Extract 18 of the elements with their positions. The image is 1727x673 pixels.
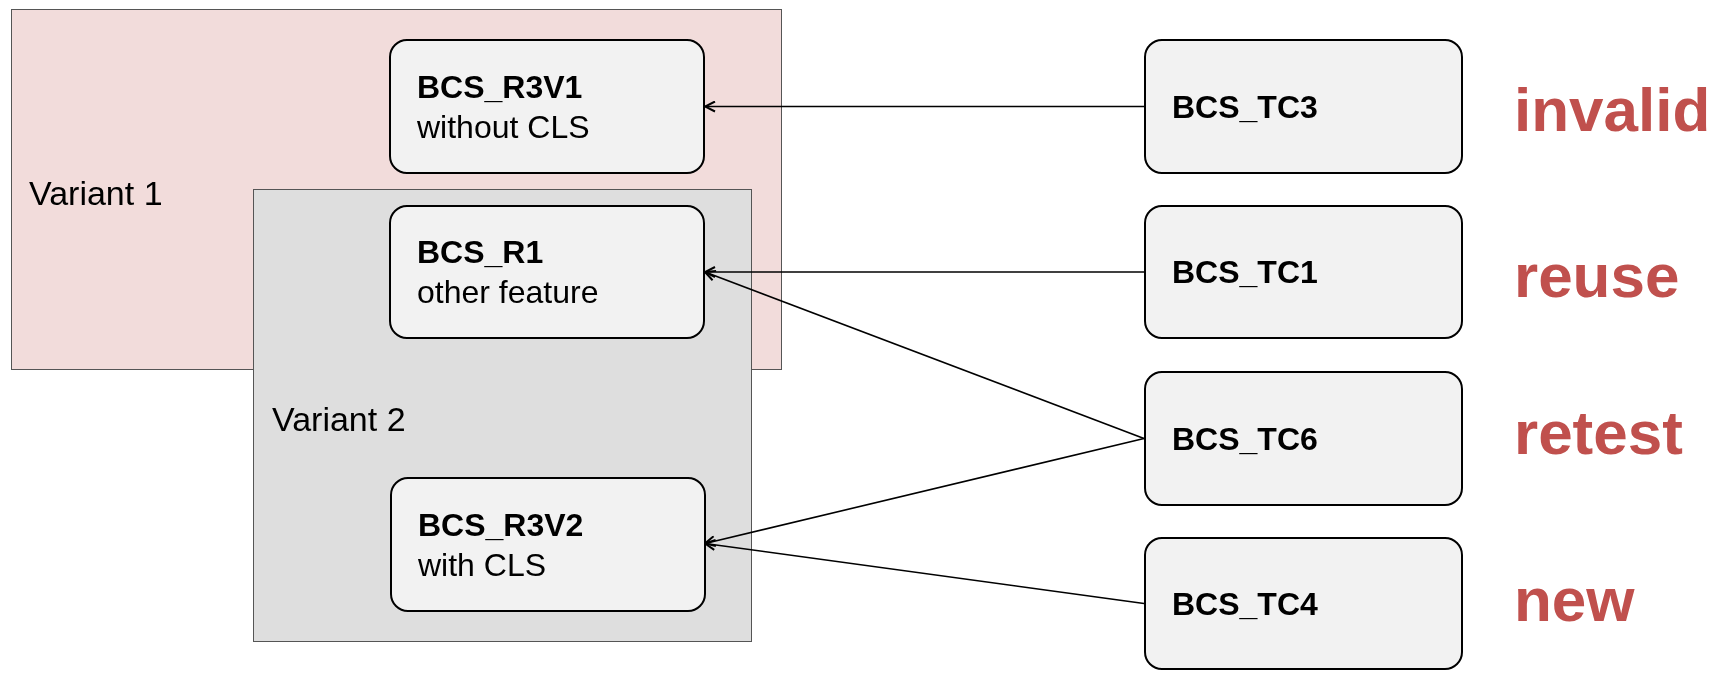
arrow bbox=[704, 269, 1145, 440]
requirement-box: BCS_TC6 bbox=[1144, 371, 1463, 506]
status-label: reuse bbox=[1514, 240, 1680, 311]
status-label: invalid bbox=[1514, 74, 1711, 145]
status-label: retest bbox=[1514, 397, 1683, 468]
arrow bbox=[704, 538, 1145, 605]
status-label: new bbox=[1514, 564, 1635, 635]
requirement-box: BCS_TC4 bbox=[1144, 537, 1463, 670]
region-label: Variant 2 bbox=[272, 400, 406, 439]
requirement-box: BCS_R1 other feature bbox=[389, 205, 705, 339]
arrow bbox=[704, 266, 1145, 278]
requirement-box: BCS_R3V1 without CLS bbox=[389, 39, 705, 174]
arrow bbox=[704, 100, 1145, 113]
requirement-box: BCS_TC3 bbox=[1144, 39, 1463, 174]
region-label: Variant 1 bbox=[29, 174, 163, 213]
arrow bbox=[704, 437, 1145, 548]
requirement-box: BCS_TC1 bbox=[1144, 205, 1463, 339]
requirement-box: BCS_R3V2 with CLS bbox=[390, 477, 706, 612]
